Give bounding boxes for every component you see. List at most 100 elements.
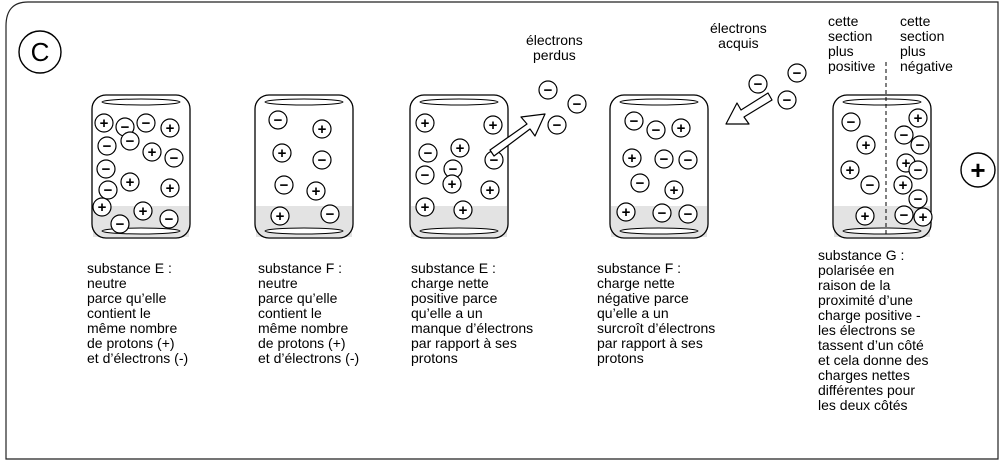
charge-circle: [860, 175, 880, 195]
minus-sign: −: [142, 115, 151, 132]
plus-sign: +: [486, 182, 495, 199]
charge-circle: [777, 90, 797, 110]
electron-charge: −: [274, 175, 294, 195]
plus-sign: +: [456, 140, 465, 157]
electron-charge: −: [443, 159, 463, 179]
plus-sign: +: [126, 174, 135, 191]
caption-substance-2: substance F : neutre parce qu’elle conti…: [258, 260, 360, 366]
charge-circle: [567, 94, 587, 114]
minus-sign: −: [636, 175, 645, 192]
charge-circle: [616, 202, 636, 222]
container-top-rim: [619, 98, 699, 106]
charge-circle: [159, 209, 179, 229]
plus-sign: +: [98, 199, 107, 216]
electron-charge: −: [910, 135, 930, 155]
charge-circle: [268, 110, 288, 130]
minus-sign: −: [318, 152, 327, 169]
electron-charge: −: [777, 90, 797, 110]
proton-charge: +: [616, 202, 636, 222]
proton-charge: +: [415, 113, 435, 133]
electron-charge: −: [652, 203, 672, 223]
charge-circle: [547, 115, 567, 135]
proton-charge: +: [306, 181, 326, 201]
container-bottom-rim: [619, 227, 699, 235]
section-positive-label: cette section plus positive: [828, 13, 876, 74]
minus-sign: −: [104, 182, 113, 199]
proton-charge: +: [133, 201, 153, 221]
minus-sign: −: [170, 150, 179, 167]
container-body: [832, 94, 932, 239]
electron-charge: −: [415, 165, 435, 185]
charge-circle: [110, 214, 130, 234]
charge-circle: [480, 180, 500, 200]
proton-charge: +: [893, 175, 913, 195]
proton-charge: +: [160, 178, 180, 198]
charge-circle: [453, 200, 473, 220]
charge-circle: [92, 197, 112, 217]
charge-circle: [787, 63, 807, 83]
minus-sign: −: [914, 162, 923, 179]
charge-circle: [483, 115, 503, 135]
electron-charge: −: [159, 209, 179, 229]
electron-charge: −: [110, 214, 130, 234]
electron-charge: −: [748, 74, 768, 94]
electron-charge: −: [418, 143, 438, 163]
plus-sign: +: [100, 115, 109, 132]
panel-border: [5, 1, 999, 460]
caption-substance-1: substance E : neutre parce qu’elle conti…: [87, 260, 189, 366]
electrons-lost-label: électrons perdus: [526, 32, 583, 63]
minus-sign: −: [900, 127, 909, 144]
electron-charge: −: [908, 160, 928, 180]
charge-circle: [160, 178, 180, 198]
minus-sign: −: [553, 117, 562, 134]
plus-sign: +: [312, 183, 321, 200]
electron-charge: −: [624, 111, 644, 131]
charge-circle: [622, 148, 642, 168]
proton-charge: +: [272, 143, 292, 163]
charge-circle: [142, 142, 162, 162]
proton-charge: +: [415, 197, 435, 217]
charge-circle: [624, 111, 644, 131]
electron-charge: −: [630, 173, 650, 193]
plus-sign: +: [622, 204, 631, 221]
plus-sign: +: [166, 180, 175, 197]
external-charge-sign: +: [970, 155, 985, 185]
plus-sign: +: [914, 110, 923, 127]
electron-charge: −: [98, 180, 118, 200]
minus-sign: −: [916, 137, 925, 154]
container-bottom-rim: [419, 227, 499, 235]
proton-charge: +: [671, 118, 691, 138]
minus-sign: −: [490, 152, 499, 169]
proton-charge: +: [453, 200, 473, 220]
electrons-in-arrow: [725, 92, 773, 125]
minus-sign: −: [866, 177, 875, 194]
containers: [91, 94, 932, 239]
minus-sign: −: [424, 145, 433, 162]
caption-substance-3: substance E : charge nette positive parc…: [411, 260, 534, 366]
charge-circle: [678, 150, 698, 170]
charge-circle: [538, 80, 558, 100]
section-negative-label: cette section plus négative: [900, 13, 953, 74]
charge-circle: [306, 181, 326, 201]
charge-circle: [910, 135, 930, 155]
charge-circle: [652, 203, 672, 223]
charge-circle: [418, 143, 438, 163]
electron-charge: −: [678, 150, 698, 170]
minus-sign: −: [544, 82, 553, 99]
electron-charge: −: [97, 136, 117, 156]
plus-sign: +: [448, 176, 457, 193]
minus-sign: −: [630, 113, 639, 130]
charge-circle: [272, 143, 292, 163]
minus-sign: −: [684, 206, 693, 223]
plus-sign: +: [628, 150, 637, 167]
proton-charge: +: [94, 113, 114, 133]
electron-charge: −: [894, 125, 914, 145]
plus-sign: +: [276, 208, 285, 225]
electrons-out-arrow: [489, 113, 546, 157]
minus-sign: −: [660, 151, 669, 168]
caption-substance-4: substance F : charge nette négative parc…: [597, 260, 716, 366]
proton-charge: +: [913, 207, 933, 227]
minus-sign: −: [126, 133, 135, 150]
plus-sign: +: [902, 155, 911, 172]
plus-sign: +: [421, 115, 430, 132]
